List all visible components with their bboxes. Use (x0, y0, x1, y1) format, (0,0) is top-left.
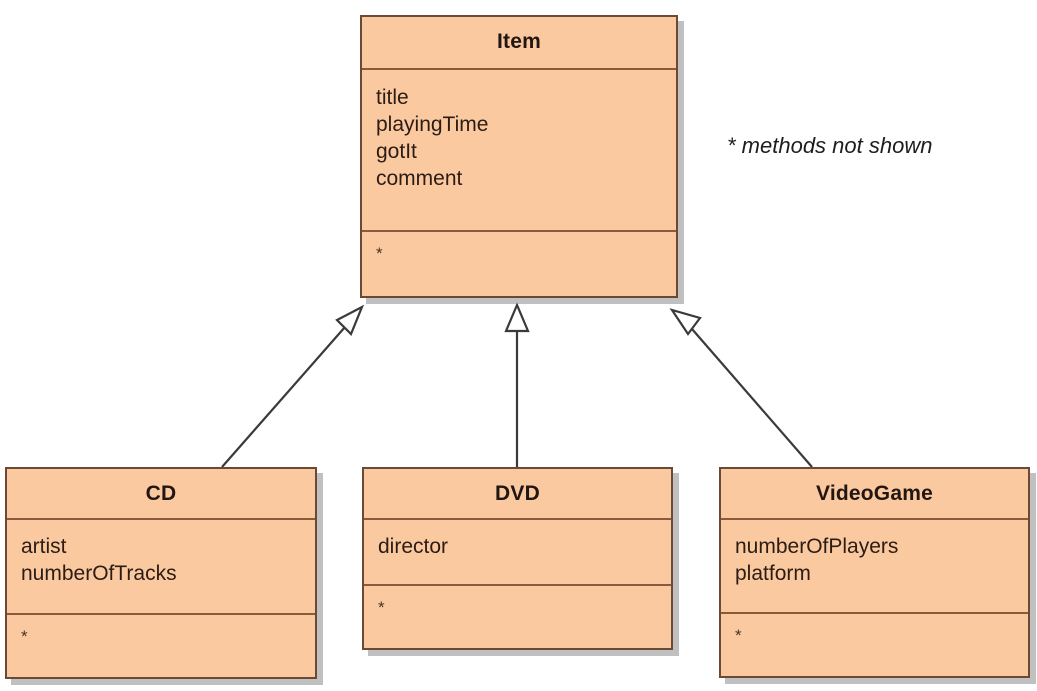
operations-compartment-dvd: * (364, 584, 671, 648)
attribute: artist (21, 535, 67, 558)
attributes-compartment-dvd: director (364, 518, 671, 584)
generalization-cd-to-item (221, 304, 365, 468)
generalization-line (221, 326, 346, 468)
attributes-compartment-videogame: numberOfPlayers platform (721, 518, 1028, 612)
operations-compartment-cd: * (7, 613, 315, 677)
uml-class-videogame[interactable]: VideoGame numberOfPlayers platform * (719, 467, 1030, 678)
uml-class-item[interactable]: Item title playingTime gotIt comment * (360, 15, 678, 298)
attribute: platform (735, 562, 811, 586)
hollow-triangle-arrowhead (504, 302, 530, 333)
operation: * (21, 627, 28, 646)
diagram-note: * methods not shown (727, 133, 933, 158)
uml-class-dvd[interactable]: DVD director * (362, 467, 673, 650)
generalization-videogame-to-item (669, 308, 813, 468)
attributes-compartment-cd: artist numberOfTracks (7, 518, 315, 613)
hollow-triangle-arrowhead (335, 304, 365, 336)
generalization-line (691, 328, 813, 468)
uml-class-cd[interactable]: CD artist numberOfTracks * (5, 467, 317, 679)
attribute: numberOfPlayers (735, 535, 899, 558)
class-name-dvd: DVD (495, 481, 540, 505)
hollow-triangle-arrowhead (669, 308, 702, 336)
class-name-videogame: VideoGame (816, 481, 933, 505)
class-name-cd: CD (145, 481, 177, 505)
attribute: numberOfTracks (21, 562, 177, 586)
attributes-compartment-item: title playingTime gotIt comment (362, 67, 676, 231)
operations-compartment-videogame: * (721, 612, 1028, 676)
attribute: gotIt (376, 140, 417, 164)
generalization-dvd-to-item (504, 302, 530, 467)
class-name-item: Item (497, 30, 541, 54)
operation: * (735, 626, 742, 645)
operation: * (376, 244, 383, 264)
attribute: director (378, 535, 449, 558)
operation: * (378, 598, 385, 617)
operations-compartment-item: * (362, 230, 676, 296)
attribute: playingTime (376, 112, 489, 136)
attribute: comment (376, 167, 463, 191)
attribute: title (376, 85, 409, 109)
